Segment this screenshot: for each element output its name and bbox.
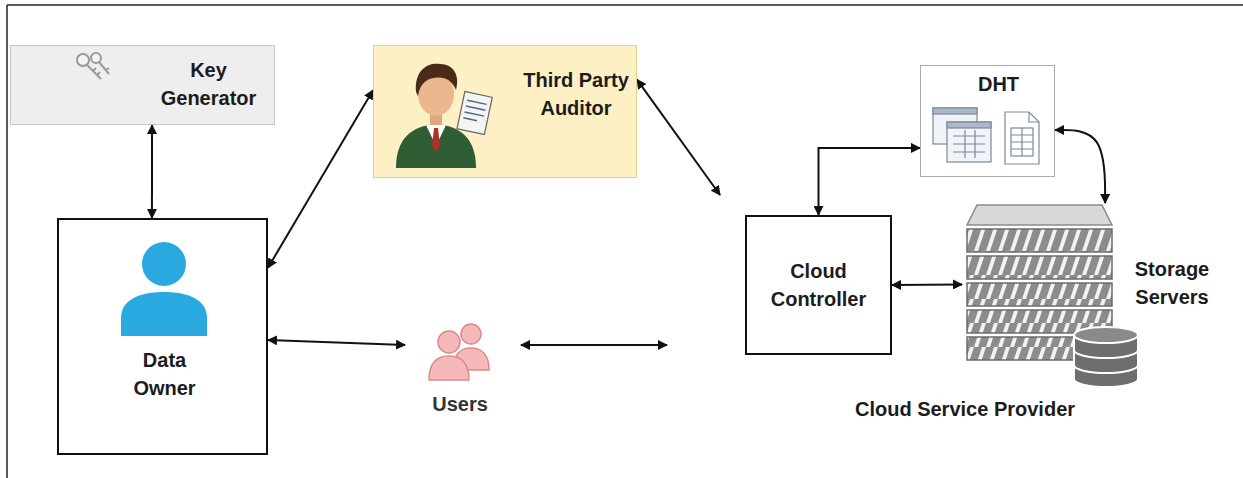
users-group: Users bbox=[405, 320, 521, 430]
cloud-region: Cloud Service Provider DHT Cloud Controll… bbox=[650, 5, 1243, 460]
node-label: Users bbox=[405, 390, 515, 418]
connector-arrow bbox=[819, 148, 921, 215]
storage-servers: Storage Servers bbox=[962, 203, 1232, 388]
data-owner-box: Data Owner bbox=[57, 218, 268, 455]
frame-line bbox=[6, 5, 8, 478]
node-label: Data Owner bbox=[117, 346, 212, 402]
controller-box: Cloud Controller bbox=[745, 215, 892, 355]
node-label: Cloud Service Provider bbox=[800, 395, 1130, 423]
connector-arrow bbox=[1055, 130, 1105, 203]
node-label: Cloud Controller bbox=[759, 257, 878, 313]
node-label: Third Party Auditor bbox=[520, 66, 632, 122]
connector-arrow bbox=[637, 80, 720, 195]
node-label: DHT bbox=[961, 70, 1036, 98]
connector-arrow bbox=[151, 125, 153, 218]
node-label: Key Generator bbox=[151, 56, 266, 112]
auditor-box: Third Party Auditor bbox=[373, 45, 637, 178]
server-slab bbox=[967, 229, 1112, 252]
server-slab bbox=[967, 256, 1112, 279]
connector-arrow bbox=[521, 344, 667, 346]
frame-line bbox=[7, 4, 1243, 6]
key-icon bbox=[11, 46, 276, 126]
dht-box: DHT bbox=[920, 65, 1055, 177]
node-label: Storage Servers bbox=[1122, 255, 1222, 311]
server-slab bbox=[967, 283, 1112, 306]
connector-arrow bbox=[268, 340, 405, 345]
connector-arrow bbox=[268, 90, 373, 268]
connector-arrow bbox=[892, 283, 962, 286]
key-generator-box: Key Generator bbox=[10, 45, 275, 125]
owner-figure bbox=[59, 220, 270, 457]
